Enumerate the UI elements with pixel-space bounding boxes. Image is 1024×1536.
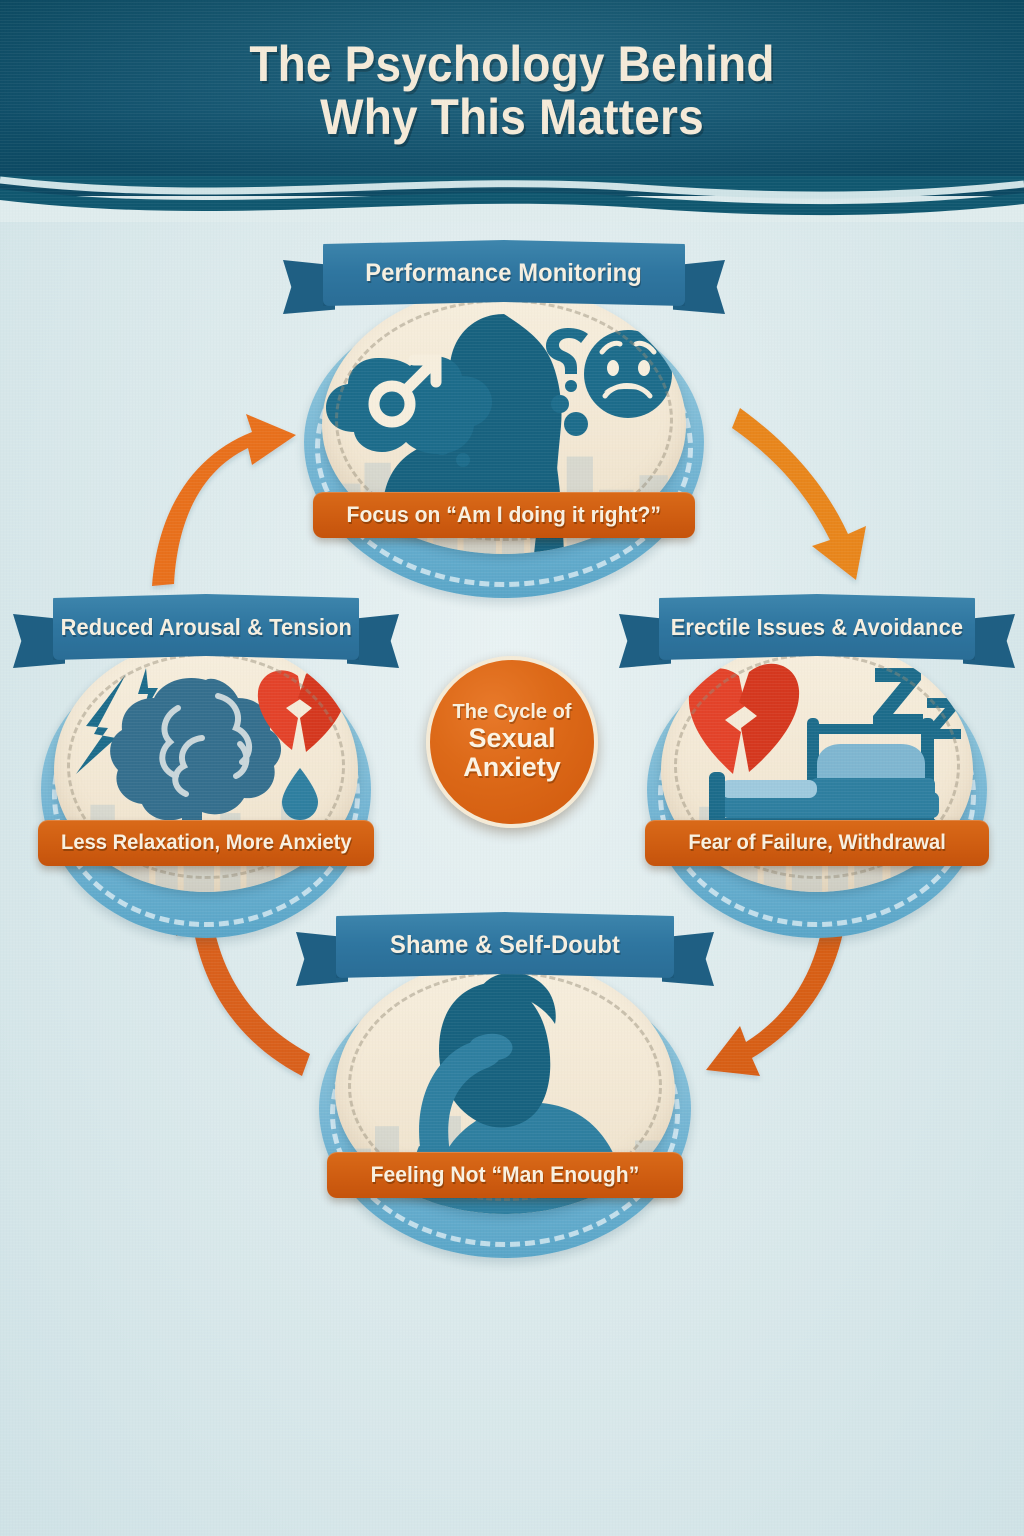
stage-caption-label: Less Relaxation, More Anxiety (60, 831, 352, 854)
cycle-diagram: Performance Monitoring Focus on “Am I do… (0, 196, 1024, 1258)
ribbon-band: Shame & Self-Doubt (336, 912, 674, 978)
stage-card-shame-self-doubt[interactable]: Shame & Self-Doubt Feeling Not “Man Enou… (296, 912, 714, 1258)
cycle-hub-circle: The Cycle of Sexual Anxiety (426, 656, 598, 828)
stage-caption-bar: Less Relaxation, More Anxiety (38, 820, 374, 866)
ribbon-band: Erectile Issues & Avoidance (659, 594, 975, 660)
ribbon-band: Reduced Arousal & Tension (53, 594, 359, 660)
stage-ribbon-label: Shame & Self-Doubt (389, 930, 620, 959)
cycle-hub[interactable]: The Cycle of Sexual Anxiety (426, 656, 598, 828)
arrow-top-to-right (732, 408, 866, 580)
arrow-left-to-top (152, 414, 296, 586)
hub-line-1: The Cycle of (452, 701, 572, 724)
hub-line-2: Sexual (468, 722, 556, 753)
stage-caption-label: Feeling Not “Man Enough” (370, 1162, 640, 1187)
stage-card-performance-monitoring[interactable]: Performance Monitoring Focus on “Am I do… (278, 240, 730, 598)
page-title-line-1: The Psychology Behind (249, 36, 775, 92)
stage-ribbon: Shame & Self-Doubt (296, 912, 714, 986)
stage-caption-label: Fear of Failure, Withdrawal (688, 831, 946, 854)
card-medallion (322, 286, 686, 554)
header-banner: The Psychology Behind Why This Matters (0, 0, 1024, 196)
stage-caption-bar: Fear of Failure, Withdrawal (645, 820, 989, 866)
stage-card-erectile-issues-avoidance[interactable]: Erectile Issues & Avoidance Fear of Fail… (619, 594, 1015, 938)
stage-card-reduced-arousal-tension[interactable]: Reduced Arousal & Tension Less Relaxatio… (13, 594, 399, 938)
hub-line-3: Anxiety (463, 752, 561, 783)
stage-ribbon-label: Reduced Arousal & Tension (60, 613, 352, 640)
page-title-line-2: Why This Matters (320, 89, 704, 145)
stage-caption-bar: Feeling Not “Man Enough” (327, 1152, 683, 1198)
header-shading (0, 0, 1024, 196)
stage-ribbon: Erectile Issues & Avoidance (619, 594, 1015, 668)
stage-ribbon: Performance Monitoring (283, 240, 725, 314)
stage-ribbon-label: Erectile Issues & Avoidance (670, 613, 964, 640)
stage-ribbon-label: Performance Monitoring (365, 258, 643, 287)
ribbon-band: Performance Monitoring (323, 240, 685, 306)
arrow-right-to-bottom (706, 896, 848, 1076)
stage-caption-label: Focus on “Am I doing it right?” (346, 502, 662, 527)
stage-caption-bar: Focus on “Am I doing it right?” (313, 492, 695, 538)
stage-ribbon: Reduced Arousal & Tension (13, 594, 399, 668)
page-title: The Psychology Behind Why This Matters (41, 38, 983, 144)
